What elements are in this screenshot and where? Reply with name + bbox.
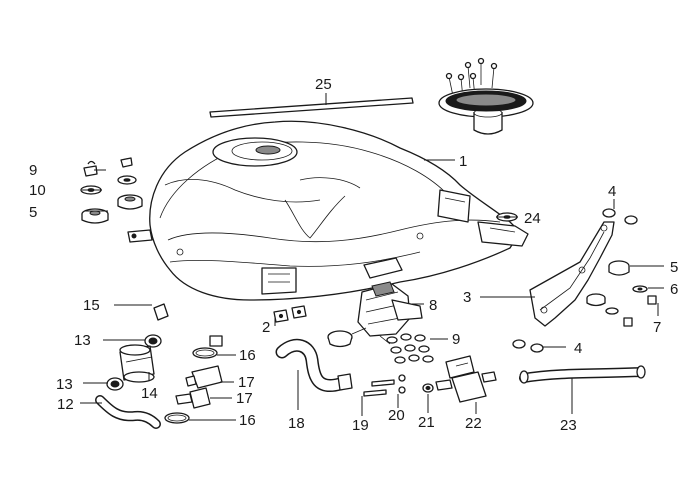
part-22-valve	[435, 355, 497, 403]
callout-21: 21	[418, 414, 435, 431]
callout-4-bottom: 4	[574, 340, 582, 357]
callout-numbers: 25 1 9 10 5 24 4 5 3 6 7 4 2 8 9 15 13 1…	[29, 76, 678, 434]
part-21-clip	[422, 383, 434, 393]
callout-10: 8	[429, 297, 437, 314]
callout-20: 20	[388, 407, 405, 424]
callout-13-bottom: 13	[56, 376, 73, 393]
part-9-washer	[80, 175, 137, 195]
part-4-nut	[512, 208, 638, 353]
part-23-hose	[519, 365, 646, 384]
callout-16-top: 16	[239, 347, 256, 364]
part-14-fuel-filter	[119, 344, 155, 383]
callout-17-top: 17	[238, 374, 255, 391]
callout-4-top: 4	[608, 183, 616, 200]
part-5-grommet-right	[586, 260, 630, 307]
part-2-clip	[273, 305, 307, 323]
part-16-o-ring	[164, 347, 218, 424]
callout-15: 15	[83, 297, 100, 314]
part-25-rod	[209, 97, 414, 118]
callout-5-left: 5	[29, 204, 37, 221]
part-6-washer	[605, 285, 648, 315]
callout-14: 14	[141, 385, 158, 402]
part-15-hose	[153, 302, 223, 347]
part-5-grommet	[81, 194, 143, 224]
callout-11: 9	[452, 331, 460, 348]
callout-17-bottom: 17	[236, 390, 253, 407]
part-8-bolt	[83, 157, 133, 177]
callout-22: 22	[465, 415, 482, 432]
callout-25: 25	[315, 76, 332, 93]
leader-lines	[80, 93, 664, 421]
part-12-hose	[95, 395, 161, 429]
part-19-bolt	[363, 379, 395, 397]
callout-13-top: 13	[74, 332, 91, 349]
part-20-nut	[398, 374, 406, 394]
part-18-hose	[275, 338, 353, 392]
callout-19: 19	[352, 417, 369, 434]
callout-7: 7	[653, 319, 661, 336]
part-10-fuel-pump	[327, 281, 423, 348]
callout-16-bottom: 16	[239, 412, 256, 429]
part-1-fuel-tank	[127, 120, 529, 301]
callout-3: 3	[463, 289, 471, 306]
callout-12: 12	[57, 396, 74, 413]
part-7-clip	[623, 295, 657, 327]
fuel-cap-assembly	[438, 57, 534, 135]
callout-9: 10	[29, 182, 46, 199]
callout-18: 18	[288, 415, 305, 432]
part-3-bracket	[529, 221, 615, 327]
callout-5-right: 5	[670, 259, 678, 276]
part-13-clamp	[106, 334, 162, 391]
callout-2: 2	[262, 319, 270, 336]
callout-23: 23	[560, 417, 577, 434]
part-17-connector	[175, 365, 223, 409]
callout-1: 1	[459, 153, 467, 170]
callout-6: 6	[670, 281, 678, 298]
part-11-grommets	[386, 333, 434, 364]
cap-bolts	[445, 57, 498, 100]
callout-8: 9	[29, 162, 37, 179]
callout-24: 24	[524, 210, 541, 227]
